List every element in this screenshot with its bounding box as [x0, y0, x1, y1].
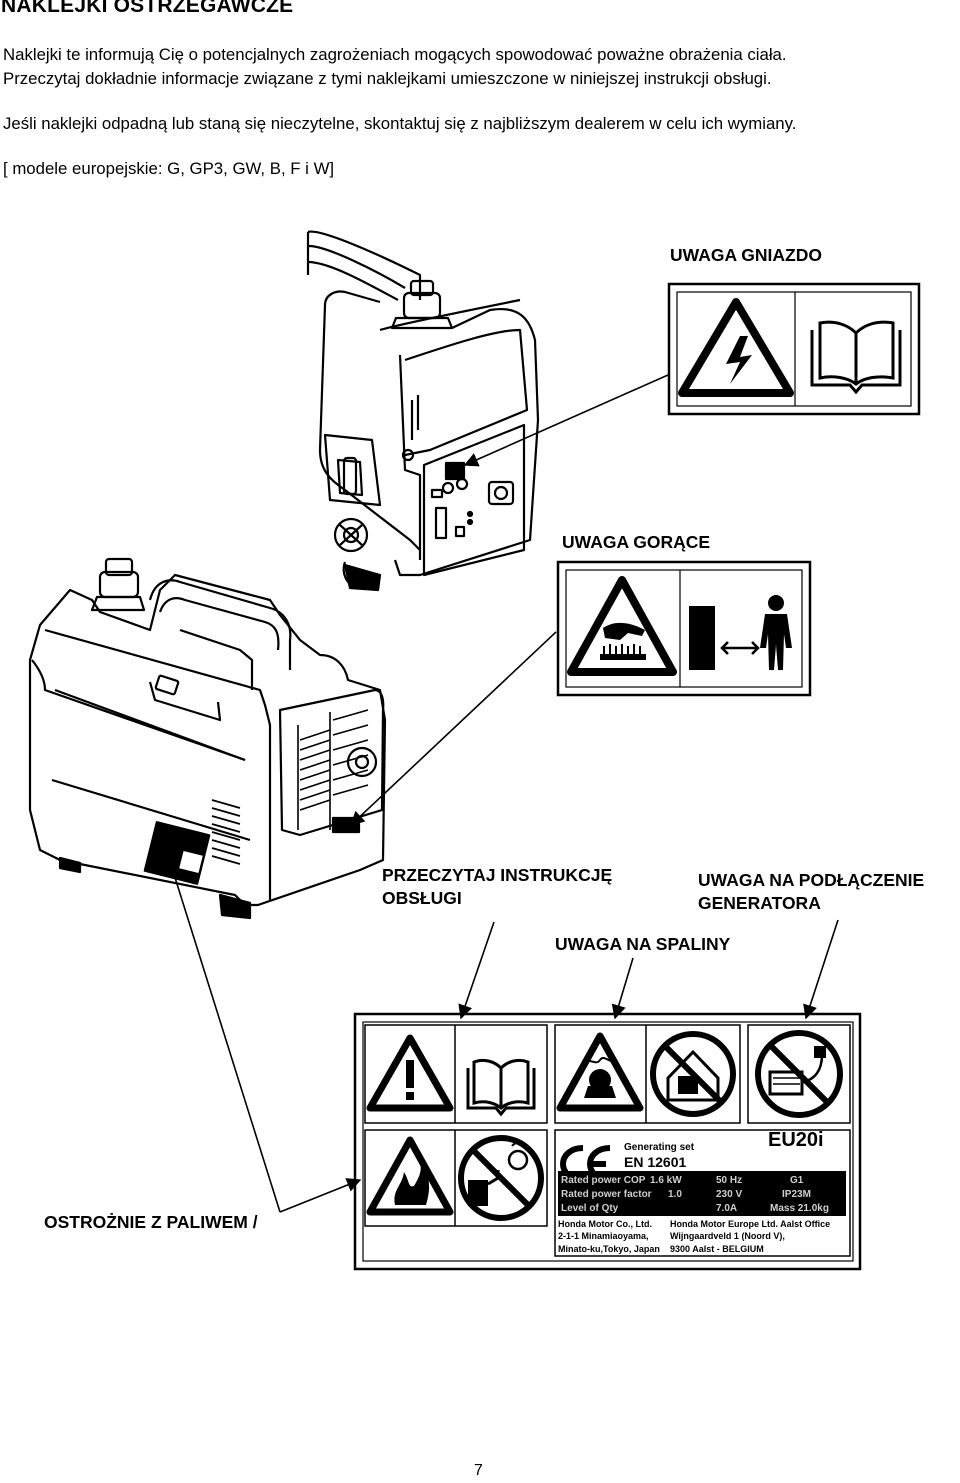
hot-surface-warning-icon	[567, 576, 677, 676]
svg-text:Mass 21.0kg: Mass 21.0kg	[770, 1203, 829, 1214]
svg-text:50 Hz: 50 Hz	[716, 1175, 742, 1186]
book-icon	[810, 320, 902, 395]
intro-line-3: Jeśli naklejki odpadną lub staną się nie…	[3, 114, 797, 133]
svg-text:230 V: 230 V	[716, 1189, 742, 1200]
svg-text:Wijngaardveld 1 (Noord V),: Wijngaardveld 1 (Noord V),	[670, 1231, 785, 1241]
book-icon	[466, 1058, 536, 1117]
label-connection-line2: GENERATORA	[698, 893, 821, 913]
intro-line-1: Naklejki te informują Cię o potencjalnyc…	[3, 45, 787, 64]
no-refuel-running-icon	[458, 1135, 544, 1221]
label-connection-line1: UWAGA NA PODŁĄCZENIE	[698, 870, 925, 890]
rating-genset: Generating set	[624, 1142, 695, 1153]
sticker-hot-warning	[556, 560, 812, 697]
svg-text:Level of Qty: Level of Qty	[561, 1203, 619, 1214]
fire-warning-icon	[366, 1136, 454, 1216]
label-fuel-warning: OSTROŻNIE Z PALIWEM /	[44, 1212, 258, 1232]
lightning-warning-icon	[678, 298, 794, 397]
svg-text:1.0: 1.0	[668, 1189, 682, 1200]
rating-plate-text: Generating set EN 12601 EU20i Rated powe…	[558, 1129, 830, 1254]
toxic-fumes-icon	[556, 1032, 644, 1112]
label-exhaust-warning: UWAGA NA SPALINY	[555, 934, 731, 954]
svg-text:Rated power COP: Rated power COP	[561, 1175, 646, 1186]
svg-text:Honda Motor Europe Ltd. Aalst: Honda Motor Europe Ltd. Aalst Office	[670, 1219, 830, 1229]
generator-lower	[28, 557, 387, 920]
general-warning-icon	[366, 1034, 454, 1112]
no-mains-connection-icon	[755, 1030, 843, 1118]
svg-text:Minato-ku,Tokyo, Japan: Minato-ku,Tokyo, Japan	[558, 1244, 660, 1254]
distance-person-icon	[689, 595, 792, 670]
label-read-manual-line2: OBSŁUGI	[382, 888, 462, 908]
models-note: [ modele europejskie: G, GP3, GW, B, F i…	[3, 159, 335, 178]
svg-text:Rated power factor: Rated power factor	[561, 1189, 652, 1200]
intro-line-2: Przeczytaj dokładnie informacje związane…	[3, 69, 772, 88]
rating-brand: EU20i	[768, 1129, 824, 1151]
svg-text:2-1-1 Minamiaoyama,: 2-1-1 Minamiaoyama,	[558, 1231, 649, 1241]
page-title: NAKLEJKI OSTRZEGAWCZE	[1, 0, 294, 17]
sticker-combined	[353, 1012, 862, 1271]
svg-text:IP23M: IP23M	[782, 1189, 811, 1200]
no-indoor-use-icon	[650, 1031, 736, 1117]
svg-text:9300 Aalst - BELGIUM: 9300 Aalst - BELGIUM	[670, 1244, 764, 1254]
sticker-socket-warning	[667, 282, 921, 416]
generator-upper	[306, 230, 540, 592]
page-number: 7	[474, 1462, 483, 1479]
label-hot-warning: UWAGA GORĄCE	[562, 532, 711, 552]
svg-text:1.6 kW: 1.6 kW	[650, 1175, 682, 1186]
label-read-manual-line1: PRZECZYTAJ INSTRUKCJĘ	[382, 865, 613, 885]
svg-text:Honda Motor Co., Ltd.: Honda Motor Co., Ltd.	[558, 1219, 652, 1229]
rating-standard: EN 12601	[624, 1154, 686, 1170]
label-socket-warning: UWAGA GNIAZDO	[670, 245, 822, 265]
leader-arrows	[171, 374, 839, 1213]
svg-text:G1: G1	[790, 1175, 804, 1186]
svg-text:7.0A: 7.0A	[716, 1203, 737, 1214]
